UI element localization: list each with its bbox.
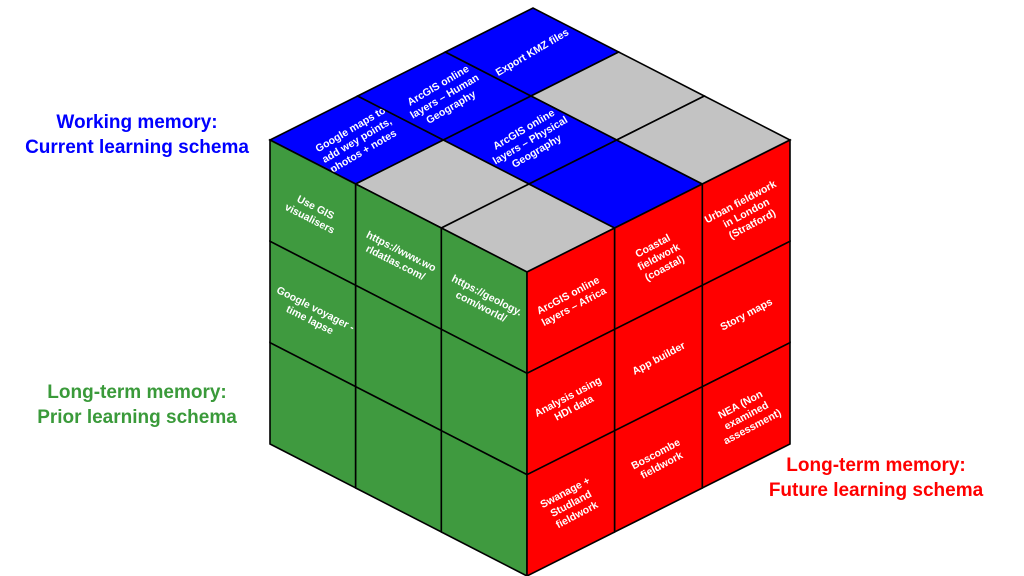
working-memory-caption: Working memory: Current learning schema [6,110,268,160]
caption-line: Working memory: [56,112,218,133]
future-learning-caption: Long-term memory: Future learning schema [752,453,1000,503]
caption-line: Long-term memory: [786,455,966,476]
prior-learning-caption: Long-term memory: Prior learning schema [14,380,260,430]
caption-line: Long-term memory: [47,382,227,403]
caption-line: Prior learning schema [37,407,237,428]
left-face-prior-learning: Use GISvisualisershttps://www.worldatlas… [269,138,528,576]
right-face-future-learning: ArcGIS onlinelayers – AfricaCoastalfield… [526,138,791,576]
caption-line: Current learning schema [25,137,249,158]
caption-line: Future learning schema [768,480,984,501]
left-face-cell [440,429,528,576]
right-face-cell [701,341,791,490]
